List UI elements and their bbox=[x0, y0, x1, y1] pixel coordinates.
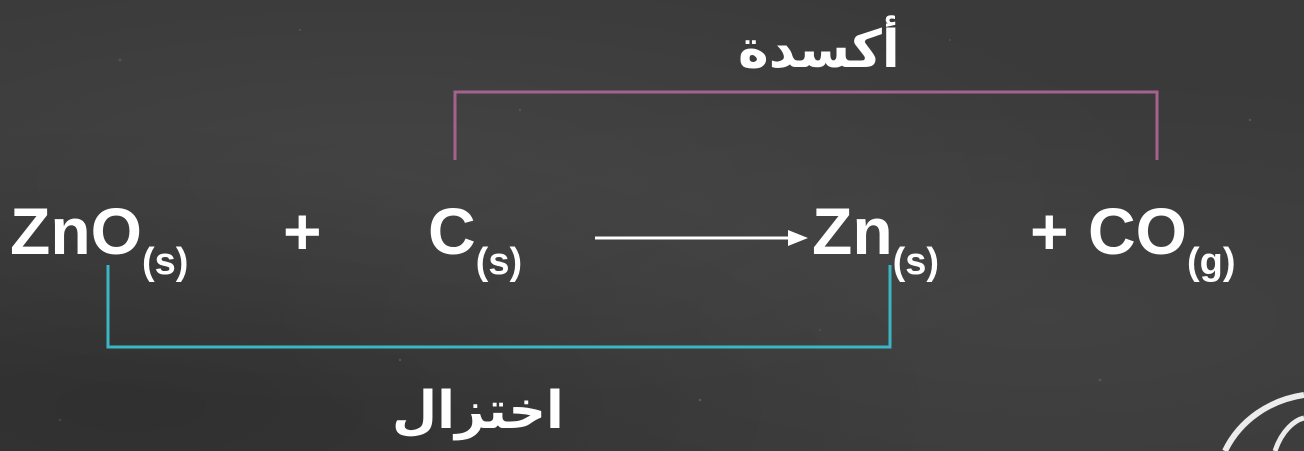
product-co-formula: CO bbox=[1088, 194, 1187, 268]
product-co: CO(g) bbox=[1088, 198, 1236, 281]
product-co-state: (g) bbox=[1187, 241, 1236, 283]
plus-sign-2: + bbox=[1030, 194, 1069, 268]
reactant-c-formula: C bbox=[428, 194, 476, 268]
reactant-c: C(s) bbox=[428, 198, 522, 281]
reactant-zno-state: (s) bbox=[141, 241, 189, 283]
reduction-label: اختزال bbox=[392, 381, 564, 441]
reactant-zno-formula: ZnO bbox=[10, 194, 142, 268]
product-zn-state: (s) bbox=[892, 241, 940, 283]
corner-decoration-2 bbox=[1272, 415, 1304, 451]
reactant-c-state: (s) bbox=[475, 241, 523, 283]
product-zn: Zn(s) bbox=[812, 198, 939, 281]
oxidation-label: أكسدة bbox=[738, 20, 900, 80]
corner-decoration bbox=[1222, 392, 1304, 451]
oxidation-bracket bbox=[453, 90, 1159, 160]
reaction-arrow-head bbox=[788, 230, 808, 246]
reactant-zno: ZnO(s) bbox=[10, 198, 188, 281]
reduction-bracket bbox=[106, 265, 892, 349]
product-zn-formula: Zn bbox=[812, 194, 893, 268]
plus-sign-1: + bbox=[283, 194, 322, 268]
